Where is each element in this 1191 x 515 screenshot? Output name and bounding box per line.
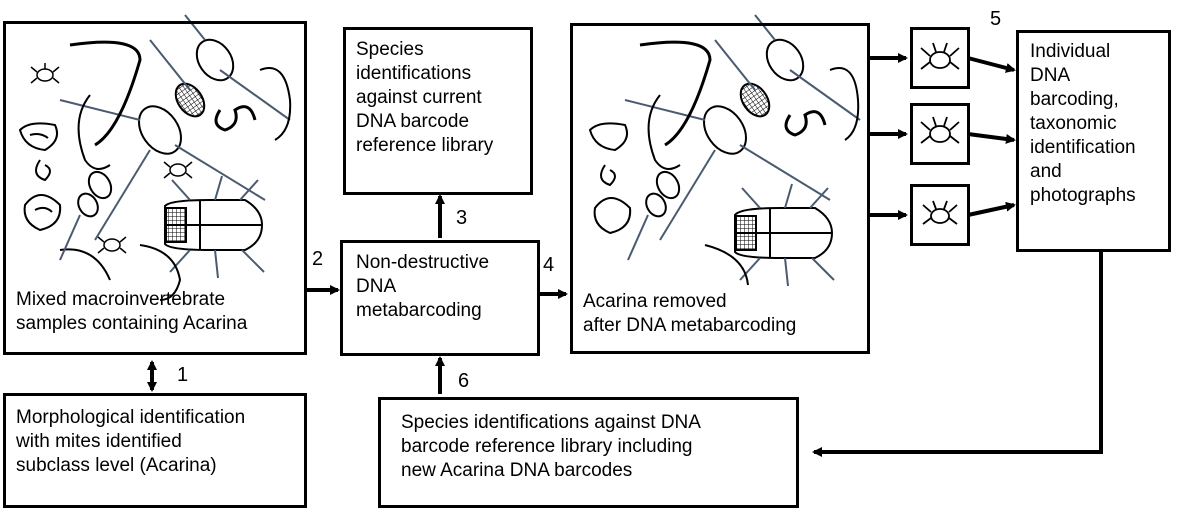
crustacean-icon [69,40,142,147]
isolated-mite-1 [920,42,960,70]
morphological-box [3,393,307,508]
species-new-box [378,397,799,508]
step-2: 2 [312,248,324,270]
acarina-removed-box [570,23,870,354]
arrow-from-mite-3 [967,201,1016,217]
non-destructive-label: Non-destructive DNA metabarcoding [356,252,490,321]
step-3: 3 [456,207,468,229]
species-current-label: Species identifications against current … [356,39,494,156]
arrow-return [812,252,1103,457]
arrow-from-mite-1 [967,56,1016,73]
step-4: 4 [543,254,555,276]
worm-icon [600,164,616,187]
worm-icon [35,159,51,182]
mixed-samples-box [3,21,307,355]
mite-icon [163,161,193,179]
sample-illustration-left [18,14,292,301]
damselfly-larva-icon [59,170,113,261]
individual-barcoding-label: Individual DNA barcoding, taxonomic iden… [1030,41,1136,206]
beetle-icon [164,175,265,279]
non-destructive-box [340,240,540,356]
crustacean-icon [259,67,292,141]
individual-barcoding-box [1016,30,1171,252]
crustacean-icon [704,244,749,286]
crustacean-icon [139,244,182,301]
snail-shell-icon [593,197,632,235]
species-new-label: Species identifications against DNA barc… [401,412,701,481]
crustacean-icon [647,94,681,170]
beetle-icon [734,183,835,287]
morphological-label: Morphological identification with mites … [16,407,246,476]
isolated-mite-2 [920,116,960,144]
mite-box-1 [910,27,970,89]
water-strider-icon [624,14,861,241]
snail-shell-icon [23,194,62,232]
snail-shell-icon [18,122,58,152]
crustacean-icon [59,248,111,281]
step-1: 1 [177,364,189,386]
worm-icon [214,105,257,132]
crustacean-icon [639,40,712,147]
species-current-box [343,27,533,195]
arrow-from-mite-2 [967,132,1016,144]
worm-icon [784,110,827,137]
mite-icon [97,236,127,254]
step-6: 6 [458,370,470,392]
sample-illustration-right [588,14,861,287]
snail-shell-icon [588,122,628,152]
crustacean-icon [77,94,111,170]
water-strider-icon [59,14,291,241]
isolated-mite-3 [922,200,958,225]
crustacean-icon [829,67,860,141]
step-5: 5 [990,8,1002,30]
acarina-removed-label: Acarina removed after DNA metabarcoding [583,291,797,336]
mite-box-2 [910,103,970,165]
damselfly-larva-icon [627,170,681,261]
mixed-samples-label: Mixed macroinvertebrate samples containi… [16,289,248,334]
mite-icon [30,63,60,84]
mite-box-3 [910,184,970,246]
